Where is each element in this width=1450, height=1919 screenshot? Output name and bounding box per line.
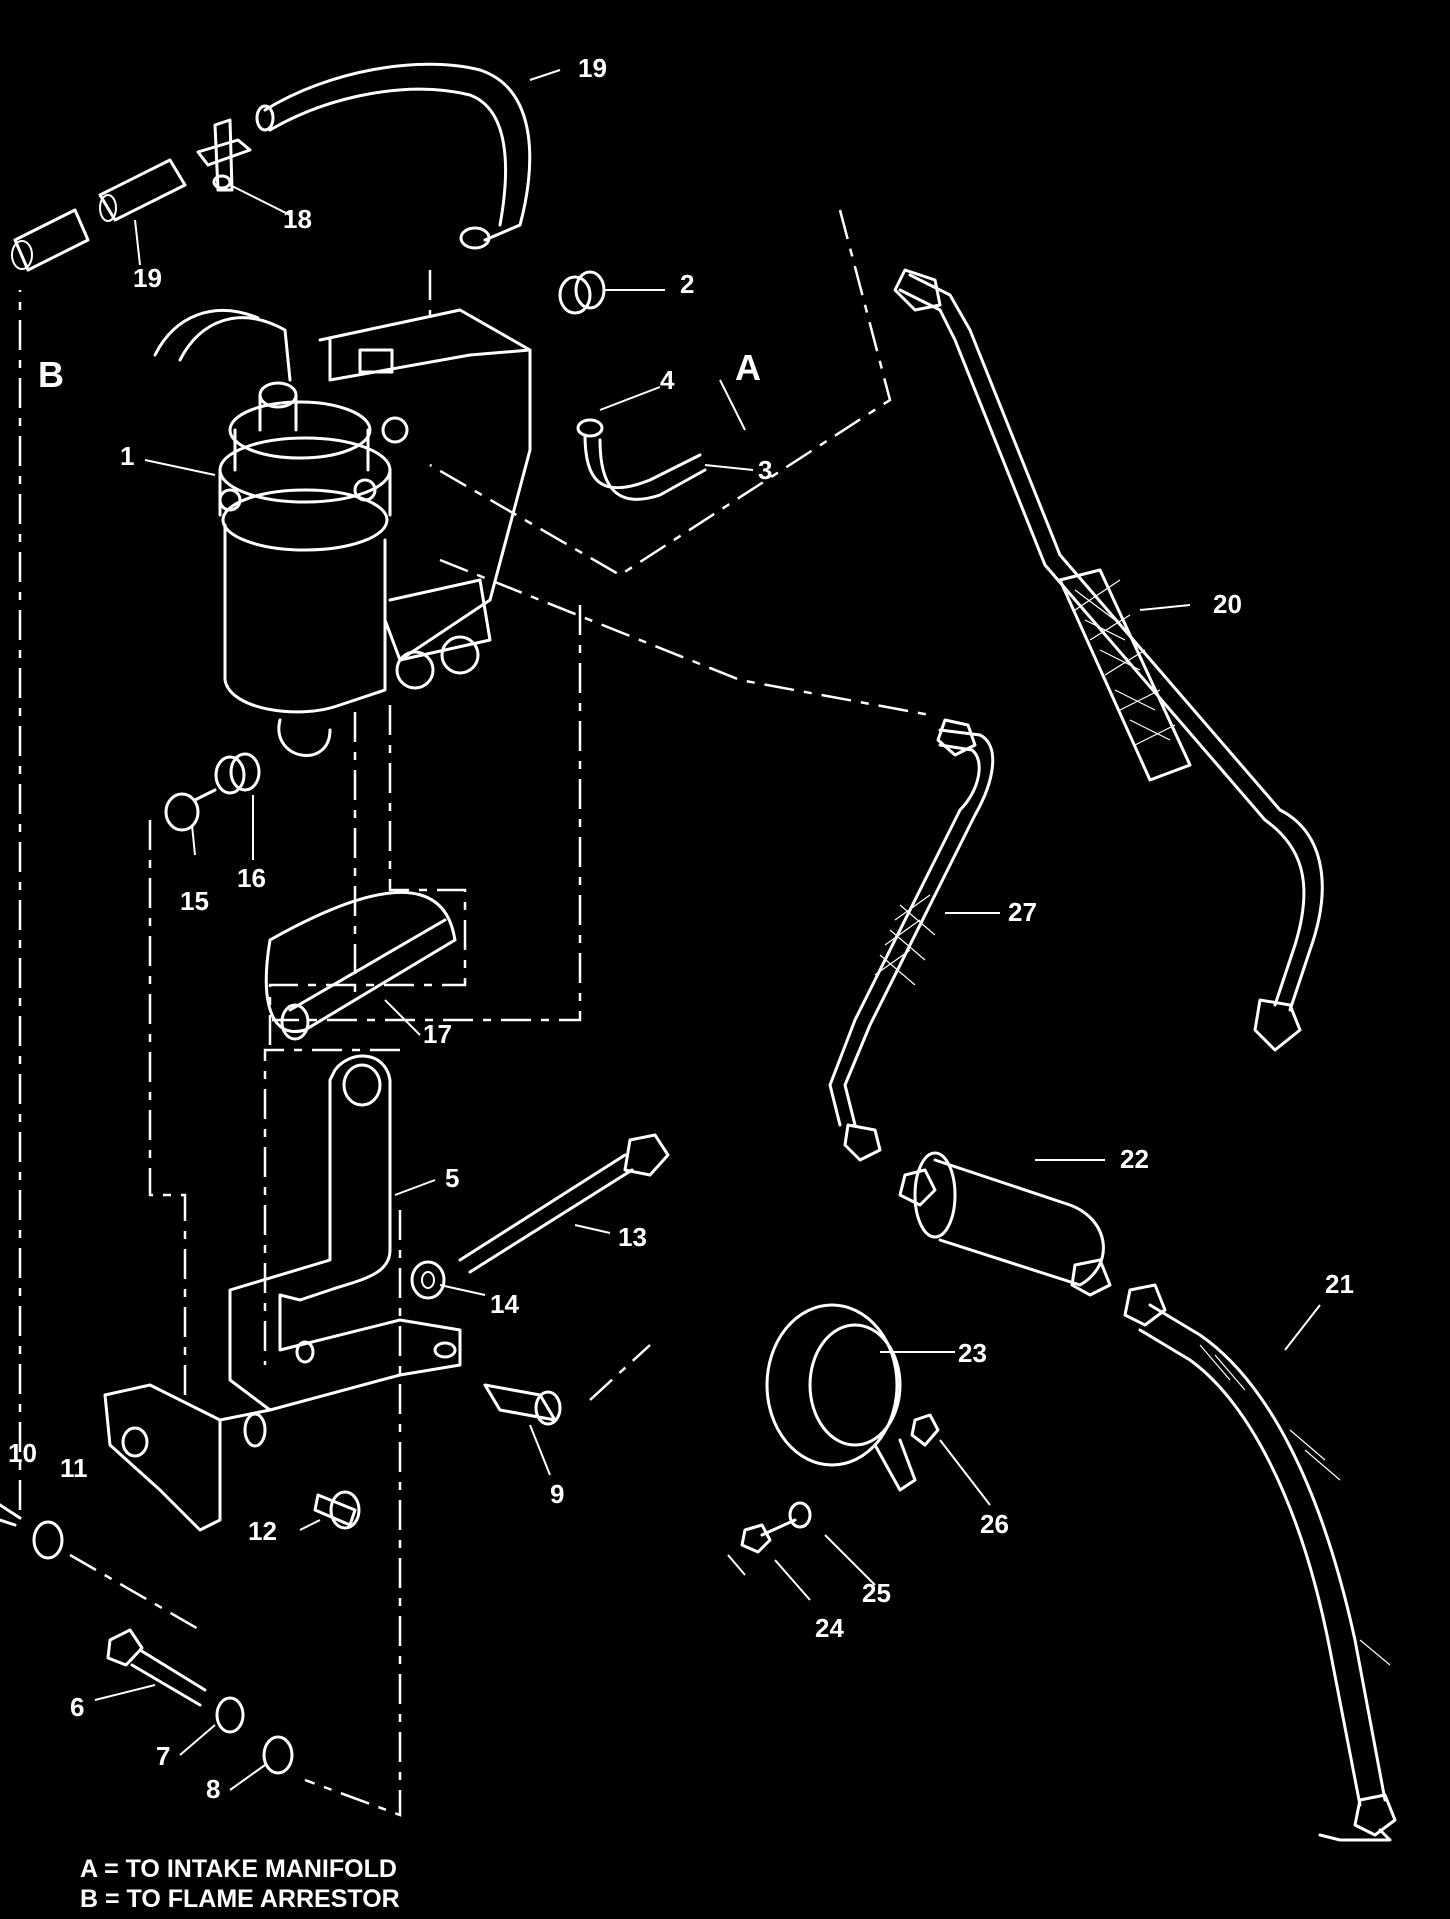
callout-24: 24 bbox=[815, 1613, 844, 1643]
bolt-6 bbox=[106, 1628, 207, 1707]
callout-6: 6 bbox=[70, 1692, 84, 1722]
inline-fuel-filter bbox=[898, 1151, 1112, 1297]
spacer-9 bbox=[483, 1383, 562, 1426]
callout-1: 1 bbox=[120, 441, 134, 471]
callout-11: 11 bbox=[60, 1453, 88, 1483]
fuel-filter-assembly bbox=[153, 308, 532, 757]
washer-8 bbox=[262, 1735, 294, 1775]
callout-numbers: 19 18 19 2 4 3 1 20 27 22 5 13 14 9 21 2… bbox=[8, 53, 1354, 1804]
callout-4: 4 bbox=[660, 365, 675, 395]
washer-7 bbox=[215, 1696, 245, 1734]
callout-14: 14 bbox=[490, 1289, 519, 1319]
callout-5: 5 bbox=[445, 1163, 459, 1193]
washer-14 bbox=[410, 1260, 446, 1300]
callout-7: 7 bbox=[156, 1741, 170, 1771]
callout-12: 12 bbox=[248, 1516, 277, 1546]
washer-11 bbox=[32, 1520, 64, 1560]
callout-23: 23 bbox=[958, 1338, 987, 1368]
callout-16: 16 bbox=[237, 863, 266, 893]
screw-24 bbox=[740, 1518, 797, 1554]
grommet-16 bbox=[214, 752, 261, 795]
callout-27: 27 bbox=[1008, 897, 1037, 927]
screw-10 bbox=[0, 1503, 22, 1527]
callout-21: 21 bbox=[1325, 1269, 1354, 1299]
fuel-hose-21 bbox=[1123, 1283, 1397, 1842]
mounting-bracket bbox=[103, 1054, 462, 1532]
fuel-hose-27 bbox=[828, 718, 995, 1162]
legend-line-a: A = TO INTAKE MANIFOLD bbox=[80, 1855, 397, 1883]
legend: A = TO INTAKE MANIFOLD B = TO FLAME ARRE… bbox=[80, 1855, 400, 1913]
legend-line-b: B = TO FLAME ARRESTOR bbox=[80, 1885, 400, 1913]
filter-clamp-23 bbox=[765, 1303, 917, 1492]
long-bolt-13 bbox=[458, 1133, 670, 1274]
connection-letter-b: B bbox=[38, 354, 64, 395]
callout-13: 13 bbox=[618, 1222, 647, 1252]
hose-clamp bbox=[576, 418, 604, 438]
nut-26 bbox=[910, 1413, 940, 1447]
callout-17: 17 bbox=[423, 1019, 452, 1049]
callout-leaders bbox=[94, 69, 1321, 1791]
vent-hose-upper bbox=[255, 62, 532, 250]
callout-18: 18 bbox=[283, 204, 312, 234]
washer-25 bbox=[788, 1501, 812, 1529]
vacuum-hose bbox=[583, 433, 707, 501]
hose-tee-fitting bbox=[196, 118, 252, 192]
vent-hose-short bbox=[98, 158, 187, 222]
callout-19-left: 19 bbox=[133, 263, 162, 293]
vent-hose-stub bbox=[11, 208, 90, 272]
callout-9: 9 bbox=[550, 1479, 564, 1509]
sleeve-17 bbox=[264, 891, 457, 1041]
callout-20: 20 bbox=[1213, 589, 1242, 619]
callout-26: 26 bbox=[980, 1509, 1009, 1539]
callout-3: 3 bbox=[758, 455, 772, 485]
assembly-guide-lines bbox=[18, 209, 931, 1817]
callout-2: 2 bbox=[680, 269, 694, 299]
callout-8: 8 bbox=[206, 1774, 220, 1804]
connection-letter-a: A bbox=[735, 347, 761, 388]
spacer-12 bbox=[313, 1490, 361, 1530]
screw-15 bbox=[164, 788, 217, 832]
callout-10: 10 bbox=[8, 1438, 37, 1468]
grommet-plug bbox=[558, 270, 606, 315]
callout-25: 25 bbox=[862, 1578, 891, 1608]
fuel-line-20 bbox=[893, 268, 1324, 1052]
callout-15: 15 bbox=[180, 886, 209, 916]
callout-19-top: 19 bbox=[578, 53, 607, 83]
callout-22: 22 bbox=[1120, 1144, 1149, 1174]
